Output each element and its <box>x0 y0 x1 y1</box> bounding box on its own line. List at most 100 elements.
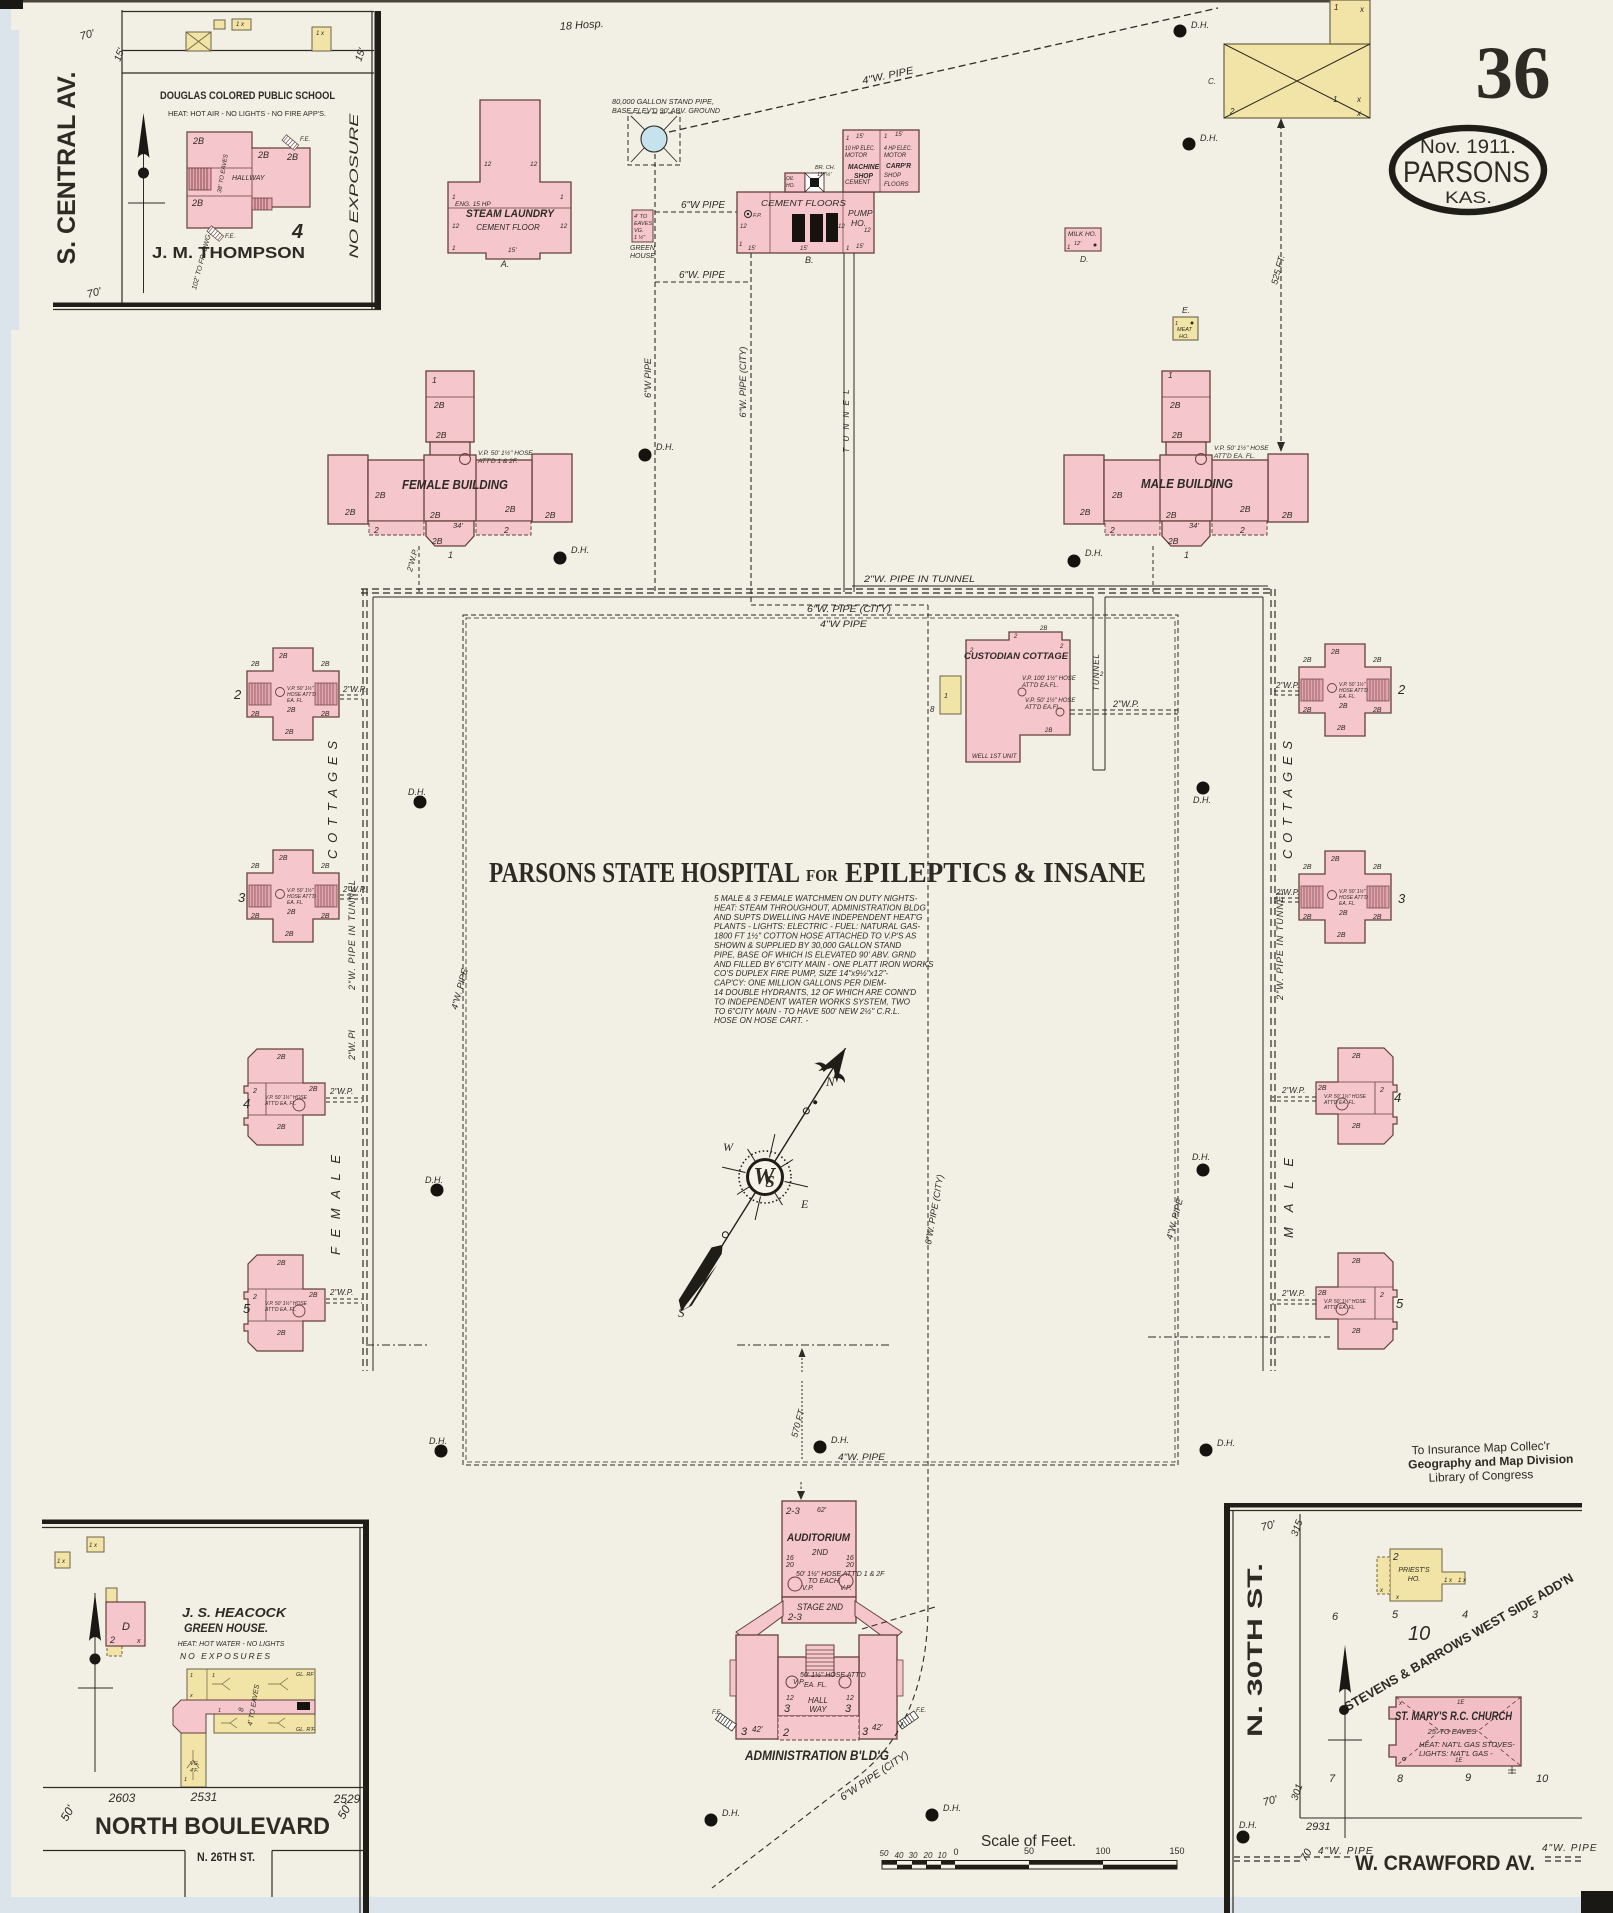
svg-text:42': 42' <box>872 1723 883 1732</box>
svg-text:3: 3 <box>862 1726 869 1738</box>
svg-text:T U N N E L: T U N N E L <box>842 387 851 452</box>
svg-text:2B: 2B <box>1111 490 1123 500</box>
svg-text:1 x: 1 x <box>1444 1578 1453 1584</box>
svg-text:4' TO: 4' TO <box>634 214 648 220</box>
svg-text:15': 15' <box>856 134 865 140</box>
svg-text:2B: 2B <box>1281 510 1293 520</box>
svg-text:D.H.: D.H. <box>429 1436 447 1446</box>
svg-text:D.H.: D.H. <box>1191 20 1209 30</box>
svg-text:2"W.P.: 2"W.P. <box>1281 1289 1305 1298</box>
svg-text:TO 6"CITY MAIN - TO HAVE 500': TO 6"CITY MAIN - TO HAVE 500' NEW 2½" C.… <box>714 1007 900 1016</box>
svg-text:2: 2 <box>1229 107 1235 116</box>
svg-text:1800 FT 1½" COTTON HOSE ATTACH: 1800 FT 1½" COTTON HOSE ATTACHED TO V.P'… <box>714 932 917 941</box>
svg-text:N. 26TH ST.: N. 26TH ST. <box>197 1850 255 1864</box>
svg-text:2B: 2B <box>191 198 203 208</box>
svg-text:D.H.: D.H. <box>1200 133 1218 143</box>
svg-text:CEMENT FLOORS: CEMENT FLOORS <box>761 199 847 208</box>
svg-text:2ND: 2ND <box>811 1548 828 1557</box>
svg-text:BASE ELEV'D 90' ABV. GROUND: BASE ELEV'D 90' ABV. GROUND <box>612 106 721 115</box>
svg-text:ST. MARY'S R.C. CHURCH: ST. MARY'S R.C. CHURCH <box>1395 1709 1512 1723</box>
svg-text:NO EXPOSURES: NO EXPOSURES <box>180 1651 272 1661</box>
svg-text:ADMINISTRATION B'LD'G: ADMINISTRATION B'LD'G <box>744 1747 889 1763</box>
svg-text:12: 12 <box>452 223 460 230</box>
svg-text:x: x <box>189 1693 193 1699</box>
svg-text:42': 42' <box>752 1725 763 1734</box>
svg-text:N: N <box>825 1074 836 1089</box>
svg-text:3: 3 <box>741 1726 748 1738</box>
svg-text:F.E.: F.E. <box>916 1708 926 1714</box>
svg-text:3: 3 <box>1532 1609 1539 1621</box>
svg-text:7: 7 <box>1329 1773 1336 1785</box>
svg-text:V.P. 50' 1½" HOSE: V.P. 50' 1½" HOSE <box>1214 444 1269 452</box>
svg-text:1: 1 <box>1175 321 1178 327</box>
svg-text:2B: 2B <box>1239 504 1251 514</box>
svg-text:x: x <box>1356 95 1362 104</box>
svg-text:2: 2 <box>373 525 379 535</box>
svg-text:2-3: 2-3 <box>785 1506 800 1517</box>
svg-text:V.P.: V.P. <box>802 1585 814 1592</box>
svg-text:15': 15' <box>112 46 127 63</box>
svg-text:MACHINE: MACHINE <box>848 162 880 171</box>
svg-text:HEAT: HOT AIR - NO LIGHTS - NO: HEAT: HOT AIR - NO LIGHTS - NO FIRE APP'… <box>168 109 326 118</box>
svg-text:2: 2 <box>1109 525 1115 535</box>
svg-text:Nov. 1911.: Nov. 1911. <box>1420 137 1516 158</box>
svg-text:2"W.P.: 2"W.P. <box>1281 1086 1305 1095</box>
svg-text:2"W.P.: 2"W.P. <box>1112 699 1139 709</box>
svg-text:FEMALE BUILDING: FEMALE BUILDING <box>402 477 508 492</box>
svg-text:ATT'D 1 & 2F.: ATT'D 1 & 2F. <box>477 458 518 465</box>
svg-text:70': 70' <box>1262 1793 1280 1809</box>
svg-text:TO EACH.: TO EACH. <box>808 1578 841 1585</box>
svg-text:2B: 2B <box>504 504 516 514</box>
svg-text:16: 16 <box>786 1555 794 1562</box>
svg-text:2B: 2B <box>1079 507 1091 517</box>
svg-text:2B: 2B <box>1169 400 1181 410</box>
svg-text:2: 2 <box>503 525 509 535</box>
svg-text:6"W PIPE: 6"W PIPE <box>643 357 653 398</box>
svg-text:1: 1 <box>739 242 742 248</box>
svg-text:PUMP: PUMP <box>848 208 873 218</box>
svg-text:2: 2 <box>1392 1552 1399 1563</box>
svg-text:D.H.: D.H. <box>943 1803 961 1813</box>
svg-text:2B: 2B <box>433 400 445 410</box>
svg-text:D.H.: D.H. <box>831 1435 849 1445</box>
svg-text:TUNNEL: TUNNEL <box>1092 653 1101 691</box>
svg-text:34': 34' <box>1189 521 1199 530</box>
svg-text:1: 1 <box>944 693 948 700</box>
svg-text:NORTH BOULEVARD: NORTH BOULEVARD <box>95 1813 330 1840</box>
svg-text:12: 12 <box>530 161 538 168</box>
svg-text:ATT'D EA.FL.: ATT'D EA.FL. <box>1024 705 1061 711</box>
svg-text:2"W. PIPE IN TUNNEL: 2"W. PIPE IN TUNNEL <box>863 574 975 585</box>
svg-text:1: 1 <box>846 136 849 142</box>
svg-text:CARP'R: CARP'R <box>886 163 911 170</box>
svg-text:NO EXPOSURE: NO EXPOSURE <box>347 112 361 259</box>
svg-text:2"W.P.: 2"W.P. <box>342 885 366 894</box>
svg-text:AUDITORIUM: AUDITORIUM <box>786 1532 851 1544</box>
svg-text:HOSE ON HOSE CART. -: HOSE ON HOSE CART. - <box>714 1016 808 1025</box>
svg-text:12: 12 <box>846 1695 854 1702</box>
svg-text:LIGHTS: NAT'L GAS -: LIGHTS: NAT'L GAS - <box>1419 1749 1493 1758</box>
svg-text:GREEN: GREEN <box>630 245 656 252</box>
svg-text:36: 36 <box>1476 32 1551 115</box>
svg-text:D.H.: D.H. <box>1085 548 1103 558</box>
svg-text:2B: 2B <box>1044 728 1052 734</box>
svg-text:BR. CH.: BR. CH. <box>815 165 835 171</box>
svg-text:2B: 2B <box>429 510 441 520</box>
svg-text:PARSONS: PARSONS <box>1403 156 1530 189</box>
svg-text:CEMENT: CEMENT <box>845 180 872 186</box>
svg-text:V.P. 50' 1½" HOSE: V.P. 50' 1½" HOSE <box>478 449 533 457</box>
svg-text:1: 1 <box>190 1673 193 1679</box>
svg-text:WELL 1ST UNIT: WELL 1ST UNIT <box>972 754 1018 760</box>
svg-text:PIPE, BASE OF WHICH IS ELEVATE: PIPE, BASE OF WHICH IS ELEVATED 90' ABV.… <box>714 950 916 959</box>
svg-text:CUSTODIAN COTTAGE: CUSTODIAN COTTAGE <box>964 651 1069 662</box>
svg-text:TO INDEPENDENT WATER WORKS SYS: TO INDEPENDENT WATER WORKS SYSTEM, TWO <box>714 997 911 1006</box>
svg-text:4: 4 <box>1394 1090 1401 1105</box>
svg-text:2: 2 <box>969 648 974 654</box>
svg-text:2B: 2B <box>192 136 204 146</box>
svg-text:12: 12 <box>484 161 492 168</box>
svg-text:GREEN HOUSE.: GREEN HOUSE. <box>184 1623 268 1635</box>
svg-text:25' TO EAVES: 25' TO EAVES <box>1427 1727 1477 1736</box>
svg-text:1: 1 <box>1333 95 1337 104</box>
svg-text:9: 9 <box>1465 1772 1471 1784</box>
svg-text:6"W. PIPE (CITY): 6"W. PIPE (CITY) <box>807 604 891 615</box>
svg-text:40: 40 <box>895 1851 904 1860</box>
